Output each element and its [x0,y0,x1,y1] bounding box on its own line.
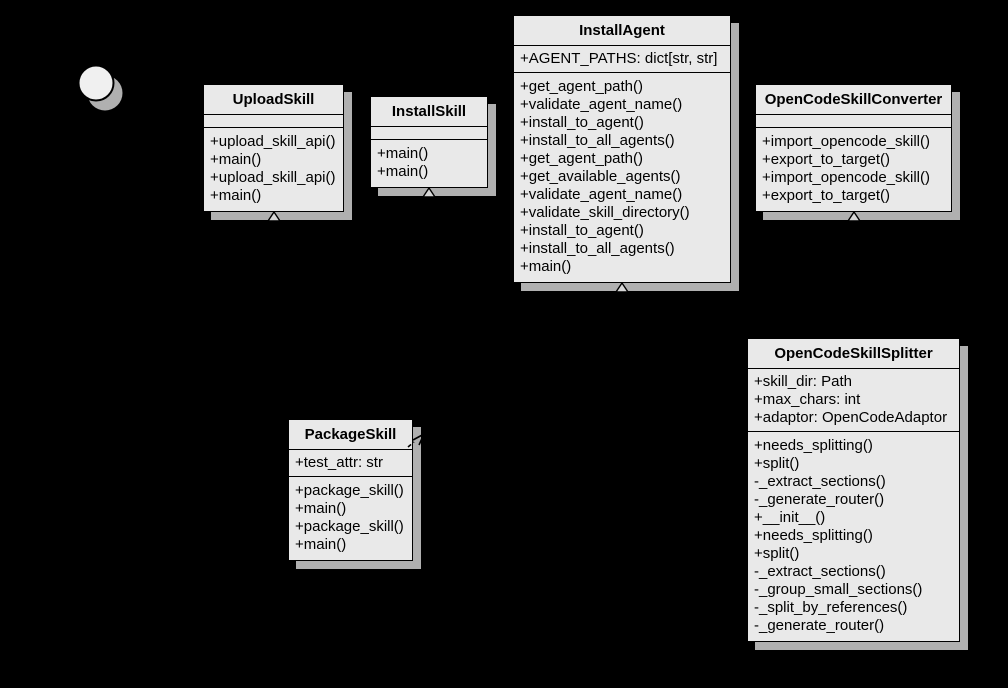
class-title: InstallSkill [371,97,487,127]
member-text: +needs_splitting() [754,527,873,544]
class-packageskill: PackageSkill +test_attr: str +package_sk… [288,419,421,569]
member-text: -_split_by_references() [754,599,908,616]
member-text: +validate_skill_directory() [520,204,690,221]
methods-compartment: +get_agent_path()+validate_agent_name()+… [514,73,730,282]
member-text: +package_skill() [295,518,404,535]
member-text: +needs_splitting() [754,437,873,454]
member-text: +main() [520,258,572,275]
member-text: +export_to_target() [762,187,890,204]
member-text: -_group_small_sections() [754,581,923,598]
member-text: +main() [295,500,347,517]
class-title: InstallAgent [514,16,730,46]
member-text: +upload_skill_api() [210,133,336,150]
member-text: -_generate_router() [754,491,885,508]
member-text: -_extract_sections() [754,563,886,580]
interface-circle-icon [77,64,123,111]
interface-circle [77,64,115,102]
member-text: +install_to_all_agents() [520,240,675,257]
member-text: +main() [377,145,429,162]
member-text: +install_to_agent() [520,222,644,239]
inheritance-arrow-icon [615,282,629,293]
member-text: +export_to_target() [762,151,890,168]
inheritance-arrow-icon [846,211,861,222]
attributes-compartment [371,127,487,140]
member-text: +validate_agent_name() [520,96,683,113]
member-text: +max_chars: int [754,391,861,408]
member-text: +get_agent_path() [520,78,644,95]
member-text: +validate_agent_name() [520,186,683,203]
member-text: +split() [754,455,800,472]
attributes-compartment [756,115,951,128]
member-text: +skill_dir: Path [754,373,852,390]
attributes-compartment [204,115,343,128]
methods-compartment: +upload_skill_api()+main()+upload_skill_… [204,128,343,211]
member-text: +import_opencode_skill() [762,133,931,150]
class-title: OpenCodeSkillSplitter [748,339,959,369]
member-text: +main() [210,151,262,168]
member-text: -_generate_router() [754,617,885,634]
member-text: +adaptor: OpenCodeAdaptor [754,409,948,426]
member-text: +get_agent_path() [520,150,644,167]
methods-compartment: +needs_splitting()+split()-_extract_sect… [748,432,959,641]
member-text: +install_to_all_agents() [520,132,675,149]
class-installagent: InstallAgent +AGENT_PATHS: dict[str, str… [513,15,739,293]
member-text: +install_to_agent() [520,114,644,131]
class-uploadskill: UploadSkill +upload_skill_api()+main()+u… [203,84,352,222]
member-text: +import_opencode_skill() [762,169,931,186]
class-installskill: InstallSkill +main()+main() [370,96,496,198]
class-opencodeskillconverter: OpenCodeSkillConverter +import_opencode_… [755,84,960,222]
class-title: PackageSkill [289,420,412,450]
member-text: +AGENT_PATHS: dict[str, str] [520,50,718,67]
methods-compartment: +main()+main() [371,140,487,187]
member-text: +upload_skill_api() [210,169,336,186]
attributes-compartment: +test_attr: str [289,450,412,477]
member-text: -_extract_sections() [754,473,886,490]
member-text: +get_available_agents() [520,168,681,185]
inheritance-arrow-icon [266,211,281,222]
member-text: +main() [295,536,347,553]
class-title: UploadSkill [204,85,343,115]
member-text: +main() [377,163,429,180]
member-text: +__init__() [754,509,826,526]
class-title: OpenCodeSkillConverter [756,85,951,115]
inheritance-arrow-icon [422,187,436,198]
member-text: +main() [210,187,262,204]
member-text: +package_skill() [295,482,404,499]
methods-compartment: +import_opencode_skill()+export_to_targe… [756,128,951,211]
member-text: +test_attr: str [295,454,383,471]
dependency-arrow-icon [407,433,425,448]
attributes-compartment: +AGENT_PATHS: dict[str, str] [514,46,730,73]
member-text: +split() [754,545,800,562]
attributes-compartment: +skill_dir: Path+max_chars: int+adaptor:… [748,369,959,432]
methods-compartment: +package_skill()+main()+package_skill()+… [289,477,412,560]
class-opencodeskillsplitter: OpenCodeSkillSplitter +skill_dir: Path+m… [747,338,968,650]
